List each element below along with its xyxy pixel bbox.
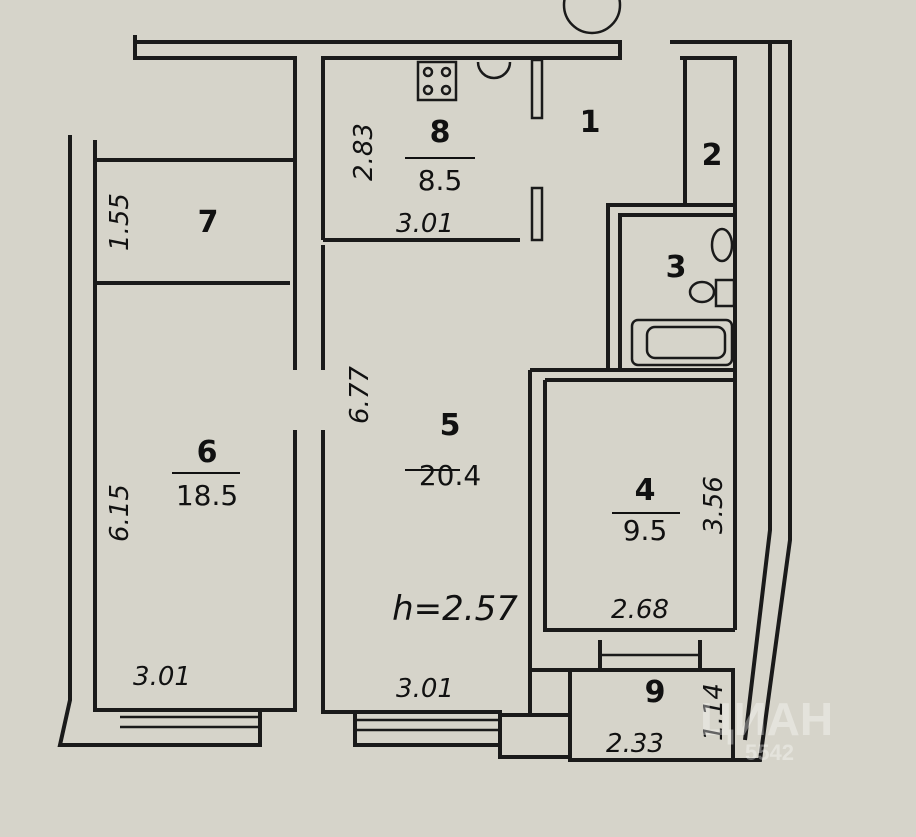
room-8-number: 8 [430,115,451,150]
room-9-number: 9 [645,675,666,710]
walls [57,0,792,762]
room-8-area: 8.5 [418,164,463,197]
watermark-id: 5542 [745,740,794,765]
room-8-length: 2.83 [349,123,379,181]
room-9-width: 2.33 [606,729,664,759]
room-9-length: 1.14 [699,683,729,741]
room-6-width: 3.01 [133,662,191,692]
bathtub-icon [630,318,734,367]
room-4-length: 3.56 [699,476,729,534]
room-5-number: 5 [440,408,461,443]
sink-icon [476,61,512,80]
room-6-length: 6.15 [105,484,135,542]
watermark-brand: ЦИАН [700,693,833,745]
room-1-number: 1 [580,105,601,140]
stove-icon [416,60,458,102]
toilet-icon [688,280,716,304]
ceiling-height: h=2.57 [392,589,518,629]
room-7-number: 7 [198,205,219,240]
room-2-number: 2 [702,138,723,173]
room-4-width: 2.68 [611,595,669,625]
room-5-width: 3.01 [396,674,454,704]
room-7-width: 1.55 [105,193,135,251]
axis-marker [562,0,622,35]
room-8-width: 3.01 [396,209,454,239]
room-6-area: 18.5 [176,479,238,512]
room-5-length: 6.77 [345,366,375,424]
washbasin-icon [710,227,734,263]
room-4-area: 9.5 [623,514,668,547]
room-5-area: 20.4 [419,459,481,492]
room-6-number: 6 [197,435,218,470]
watermark: ЦИАН 5542 [700,693,833,765]
room-3-number: 3 [666,250,687,285]
room-4-number: 4 [635,473,656,508]
